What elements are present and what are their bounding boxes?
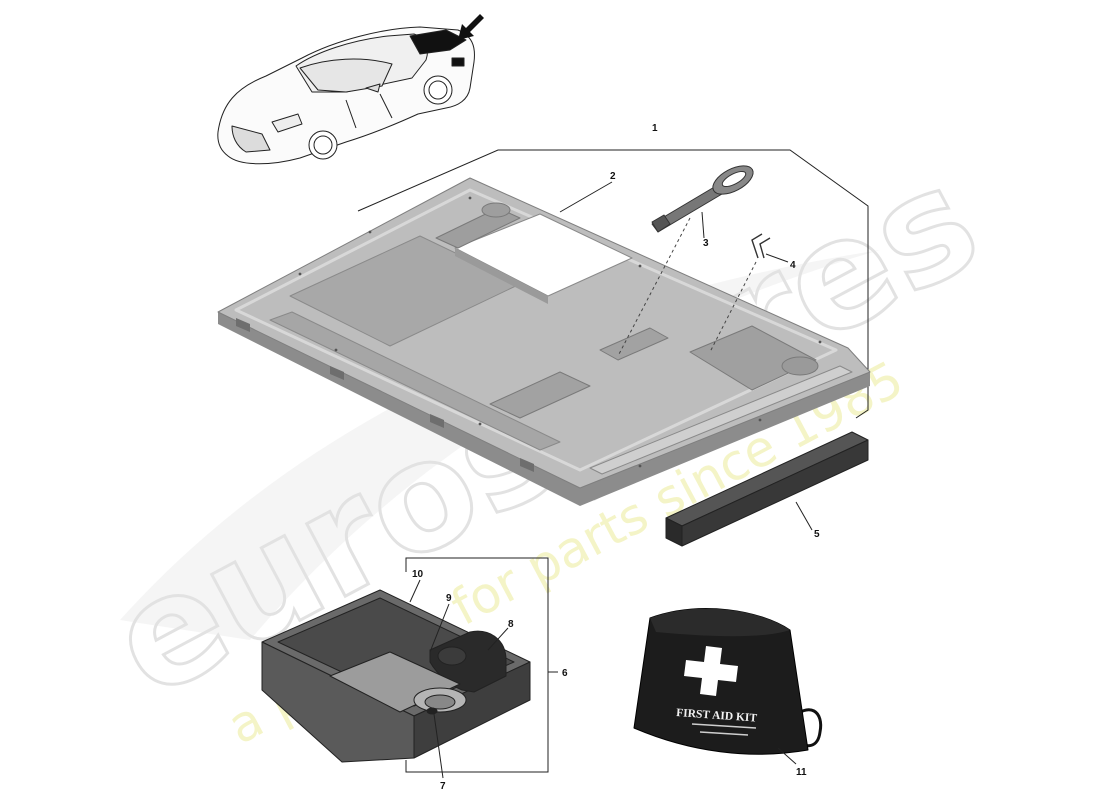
kit-emblem-icon (691, 723, 757, 736)
allen-key-leader (709, 261, 757, 353)
panel-tabs (236, 318, 534, 472)
tool-well-round (781, 356, 819, 376)
cross-icon (684, 646, 738, 696)
allen-key (709, 233, 771, 353)
centre-cutout-wall (455, 248, 548, 304)
car-headlight (271, 113, 303, 133)
tool-well (689, 325, 817, 391)
valve-cap (426, 707, 438, 715)
callout-7: 7 (440, 781, 446, 792)
repair-tray (261, 579, 531, 779)
callout-4: 4 (790, 260, 796, 271)
foam-block (665, 431, 869, 547)
boot-floor-panel (217, 177, 871, 506)
car-door-line (345, 93, 393, 129)
foam-block-side (681, 439, 869, 547)
car-rear-deck (409, 29, 467, 55)
first-aid-kit: FIRST AID KIT (633, 608, 823, 765)
lower-pocket-mid (599, 327, 669, 361)
tow-hook (617, 165, 754, 357)
car-thumbnail (217, 14, 484, 165)
callout-2: 2 (610, 171, 616, 182)
car-mirror (365, 83, 381, 93)
watermark-swoosh (120, 250, 880, 640)
tow-hook-leader (617, 217, 691, 357)
car-badge (451, 57, 465, 67)
top-pocket (435, 207, 521, 249)
tow-hook-eye-hole (721, 170, 747, 188)
callout-6: 6 (562, 668, 568, 679)
callout-1: 1 (652, 123, 658, 134)
compressor-dial-inner (424, 694, 456, 710)
tow-hook-thread (651, 214, 671, 233)
group-1-bracket (357, 149, 869, 419)
car-front-wheel-hub (313, 135, 333, 155)
lower-pocket-left (489, 371, 591, 419)
lower-strip (589, 365, 853, 475)
car-front-wheel (308, 130, 338, 160)
long-channel (269, 311, 561, 451)
car-rear-wheel (423, 75, 453, 105)
callout-labels: 1 2 3 4 5 6 7 8 9 10 11 (412, 123, 820, 792)
group-6-bracket (405, 557, 558, 773)
callout-9: 9 (446, 593, 452, 604)
panel-holes (298, 196, 822, 468)
callout-leaders (559, 181, 813, 531)
sealant-cylinder (429, 630, 507, 693)
callout-5: 5 (814, 529, 820, 540)
location-arrow-icon (458, 14, 484, 40)
callout-10: 10 (412, 569, 424, 580)
sealant-cylinder-cap (437, 646, 467, 666)
kit-bag-top (650, 608, 790, 637)
callout-8: 8 (508, 619, 514, 630)
tray-leaders (409, 579, 509, 779)
car-grille (231, 125, 271, 153)
callout-11: 11 (796, 767, 807, 778)
car-rear-wheel-hub (428, 80, 448, 100)
top-pocket-round (481, 202, 511, 218)
kit-label: FIRST AID KIT (676, 707, 758, 725)
kit-leader (777, 747, 797, 765)
panel-rim (234, 188, 838, 472)
callout-3: 3 (703, 238, 709, 249)
